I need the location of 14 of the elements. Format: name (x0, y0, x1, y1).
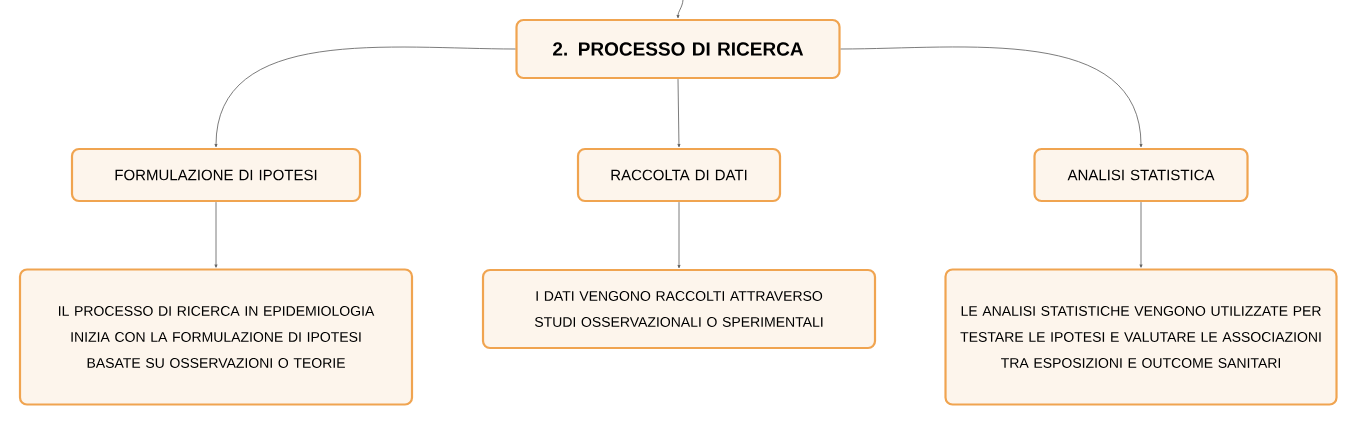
arrow (214, 46, 516, 148)
arrow (840, 46, 1143, 148)
topic-box: ANALISI STATISTICA (1033, 147, 1249, 203)
title-box: 2. PROCESSO DI RICERCA (515, 18, 841, 80)
arrow (1139, 201, 1143, 268)
arrow (214, 201, 218, 268)
arrow (677, 201, 681, 269)
description-box: IL PROCESSO DI RICERCA IN EPIDEMIOLOGIA INIZIA CON LA FORMULAZIONE DI IPOTESI BASATE SU OSSERVAZIONI O TEORIE (18, 268, 414, 406)
description-box: LE ANALISI STATISTICHE VENGONO UTILIZZATE PER TESTARE LE IPOTESI E VALUTARE LE ASSOCIAZIONI TRA ESPOSIZIONI E OUTCOME SANITARI (944, 268, 1338, 406)
description-box: I DATI VENGONO RACCOLTI ATTRAVERSO STUDI OSSERVAZIONALI O SPERIMENTALI (481, 268, 877, 350)
arrow (676, 0, 684, 19)
topic-box: RACCOLTA DI DATI (576, 147, 782, 203)
arrow (677, 78, 681, 148)
topic-box: FORMULAZIONE DI IPOTESI (70, 147, 362, 203)
